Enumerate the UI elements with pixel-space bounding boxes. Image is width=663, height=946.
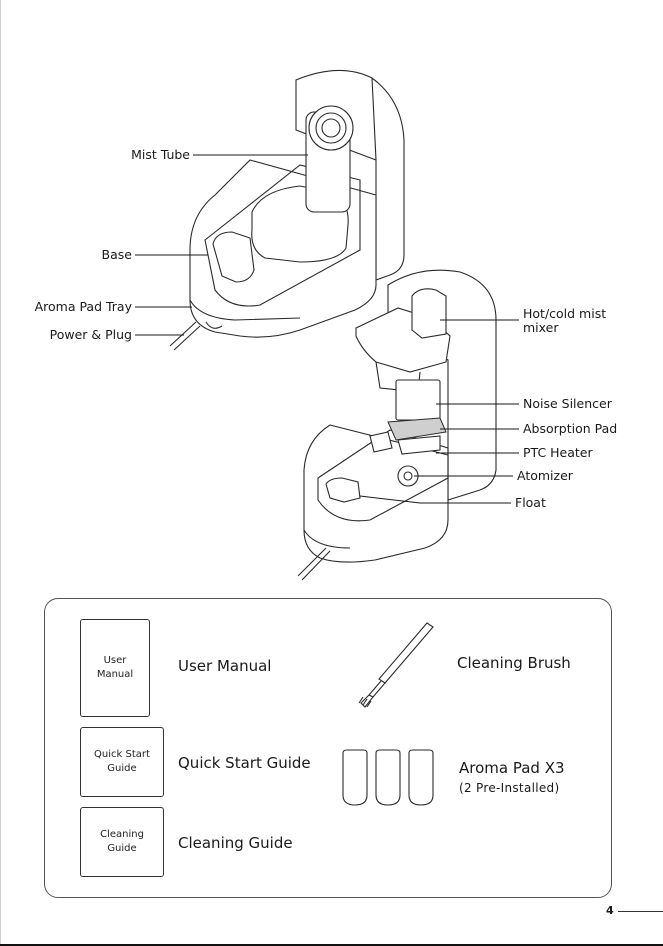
cleaning-guide-label: Cleaning Guide xyxy=(178,834,293,852)
cleaning-guide-booklet-text-1: Cleaning xyxy=(100,829,144,840)
user-manual-booklet-text-1: User xyxy=(104,655,127,666)
quick-start-booklet-text-1: Quick Start xyxy=(94,749,150,760)
exploded-diagram: Mist Tube Base Aroma Pad Tray Power & Pl… xyxy=(0,0,663,600)
label-base: Base xyxy=(102,247,133,262)
quick-start-guide-label: Quick Start Guide xyxy=(178,754,311,772)
label-mist-tube: Mist Tube xyxy=(131,147,190,162)
label-absorption-pad: Absorption Pad xyxy=(523,421,617,436)
label-mist-mixer-line2: mixer xyxy=(523,320,559,335)
quick-start-booklet-text-2: Guide xyxy=(107,763,136,774)
label-noise-silencer: Noise Silencer xyxy=(523,396,613,411)
cleaning-guide-booklet-text-2: Guide xyxy=(107,843,136,854)
cleaning-brush-label: Cleaning Brush xyxy=(457,654,571,672)
label-power-plug: Power & Plug xyxy=(50,327,132,342)
label-atomizer: Atomizer xyxy=(517,468,574,483)
label-ptc-heater: PTC Heater xyxy=(523,445,593,460)
aroma-pad-label: Aroma Pad X3 xyxy=(459,759,565,777)
user-manual-booklet-text-2: Manual xyxy=(97,669,133,680)
label-aroma-pad-tray: Aroma Pad Tray xyxy=(35,299,133,314)
page-number-rule xyxy=(618,911,663,912)
aroma-pad-sub-label: (2 Pre-Installed) xyxy=(459,781,559,795)
label-mist-mixer-line1: Hot/cold mist xyxy=(523,306,606,321)
user-manual-label: User Manual xyxy=(178,657,271,675)
assembled-unit-illustration xyxy=(170,70,404,350)
page-number: 4 xyxy=(606,904,614,917)
cleaning-brush-icon xyxy=(351,617,441,709)
label-float: Float xyxy=(515,495,546,510)
aroma-pads-icon xyxy=(339,749,441,807)
